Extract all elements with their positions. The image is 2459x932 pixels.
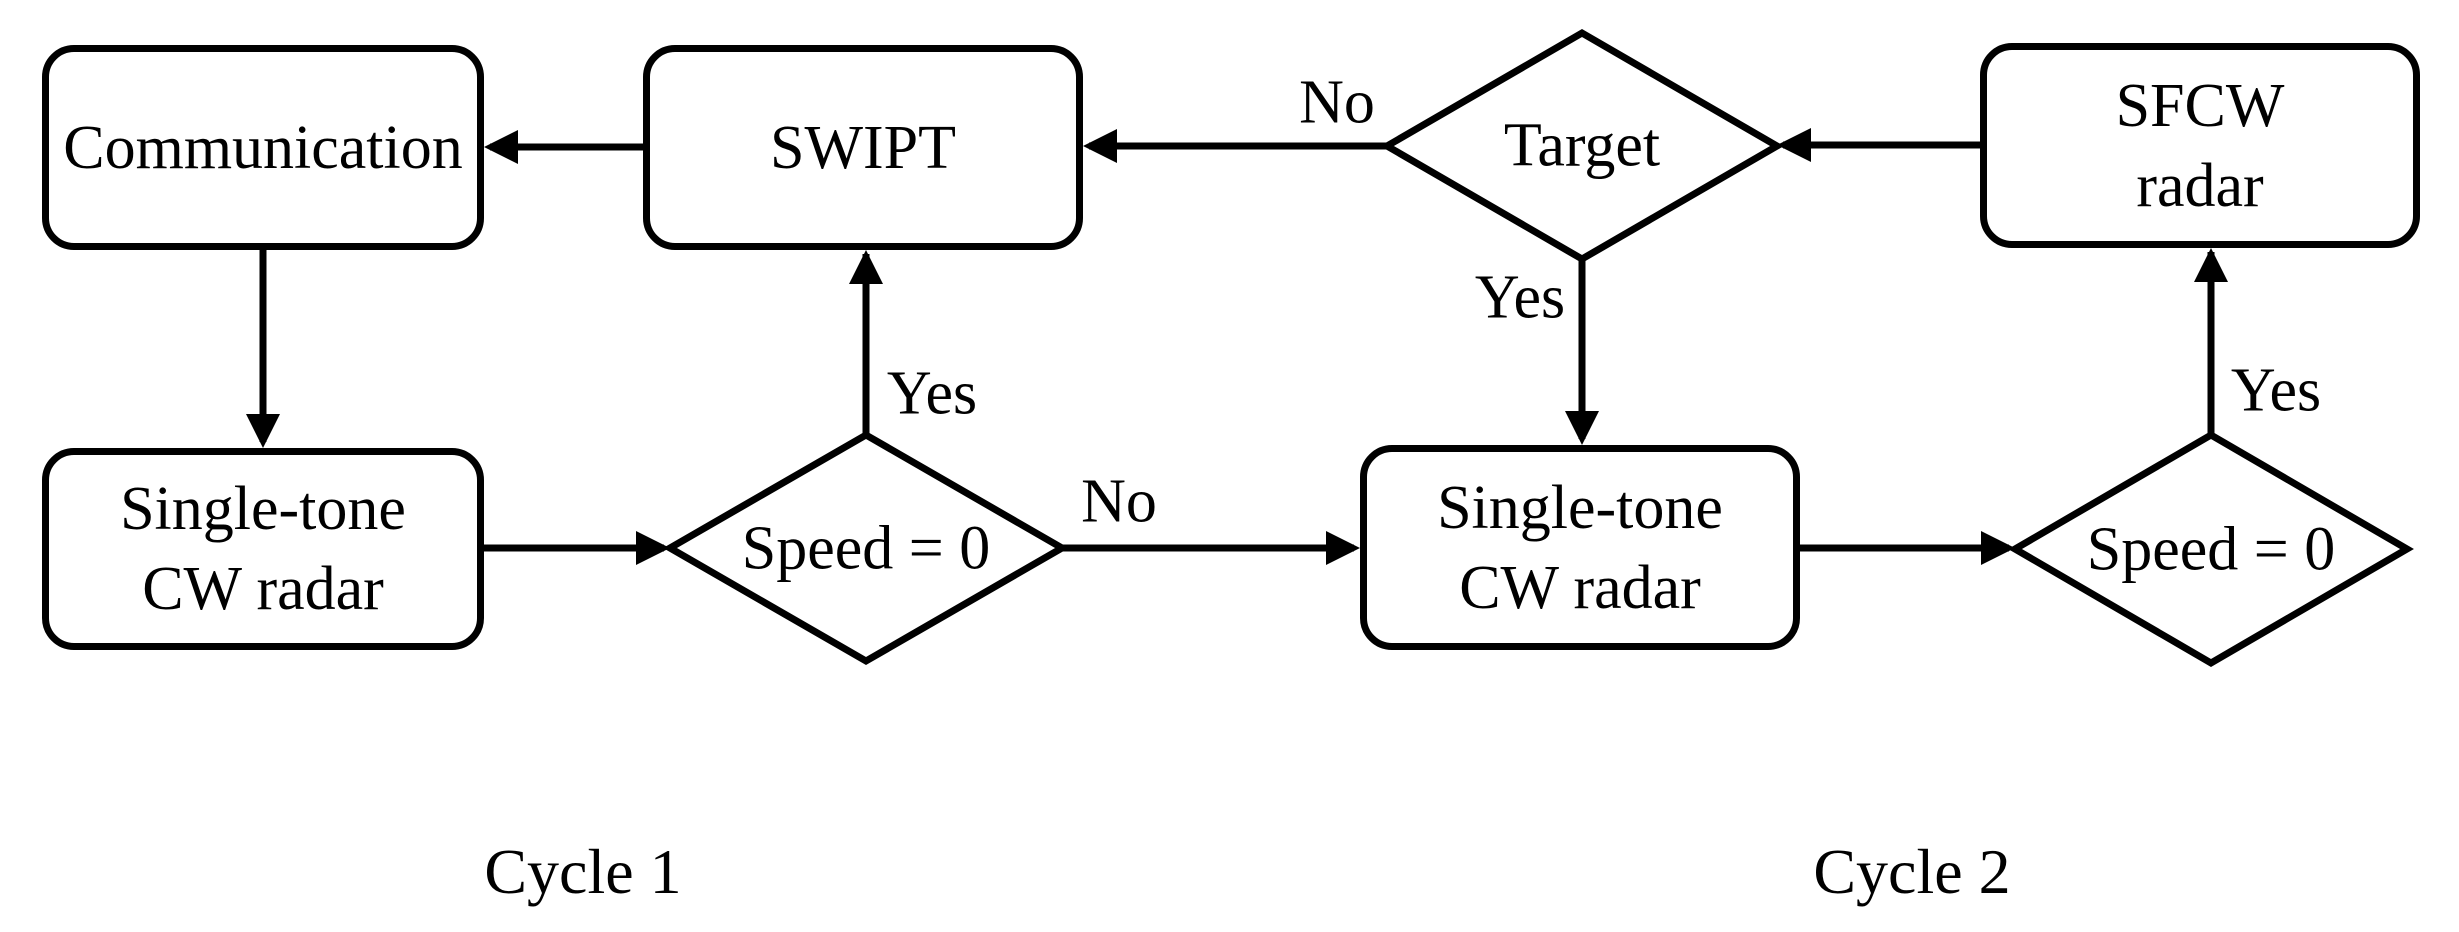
arrowhead-into-single-tone-2-top xyxy=(1565,411,1599,445)
node-sfcw-radar-label-line1: SFCW xyxy=(2115,71,2285,140)
arrowhead-into-sfcw xyxy=(2194,248,2228,282)
edge-label-no-target-to-swipt: No xyxy=(1299,68,1375,137)
edge-label-yes-target-to-single-tone-2: Yes xyxy=(1474,263,1566,332)
node-single-tone-cw-radar-1: Single-tone CW radar xyxy=(42,448,484,650)
arrowhead-into-target xyxy=(1777,128,1811,162)
node-single-tone-2-label-line1: Single-tone xyxy=(1437,473,1723,542)
target-diamond xyxy=(1380,28,1784,264)
caption-cycle-1: Cycle 1 xyxy=(484,836,682,907)
node-swipt-label: SWIPT xyxy=(770,113,956,182)
edge-label-yes-speed-2-to-sfcw: Yes xyxy=(2230,356,2322,425)
node-single-tone-1-label-line2: CW radar xyxy=(142,555,384,623)
node-communication: Communication xyxy=(42,45,484,250)
arrowhead-into-speed-1 xyxy=(636,531,670,565)
node-single-tone-1-label-line1: Single-tone xyxy=(120,475,406,543)
arrowhead-into-swipt-from-speed-1 xyxy=(849,250,883,284)
speed-1-diamond xyxy=(662,430,1070,666)
edge-label-yes-speed-1-to-swipt: Yes xyxy=(886,359,978,428)
arrowhead-into-swipt-from-target xyxy=(1083,129,1117,163)
node-sfcw-radar-label-line2: radar xyxy=(2136,151,2264,220)
arrowhead-into-single-tone-2-left xyxy=(1326,531,1360,565)
node-single-tone-2-label-line2: CW radar xyxy=(1459,553,1701,622)
node-sfcw-radar: SFCW radar xyxy=(1980,43,2420,248)
node-single-tone-cw-radar-2: Single-tone CW radar xyxy=(1360,445,1800,650)
speed-2-diamond xyxy=(2008,430,2414,668)
speed-1-diamond-label: Speed = 0 xyxy=(741,514,991,583)
edge-label-no-speed-1-to-single-tone-2: No xyxy=(1081,467,1157,536)
target-diamond-label: Target xyxy=(1503,111,1661,180)
caption-cycle-2: Cycle 2 xyxy=(1813,836,2011,907)
node-communication-label: Communication xyxy=(63,113,463,182)
arrowhead-into-communication xyxy=(484,130,518,164)
node-swipt: SWIPT xyxy=(643,45,1083,250)
arrowhead-into-single-tone-1 xyxy=(246,414,280,448)
speed-2-diamond-label: Speed = 0 xyxy=(2086,515,2336,584)
arrowhead-into-speed-2 xyxy=(1981,531,2015,565)
